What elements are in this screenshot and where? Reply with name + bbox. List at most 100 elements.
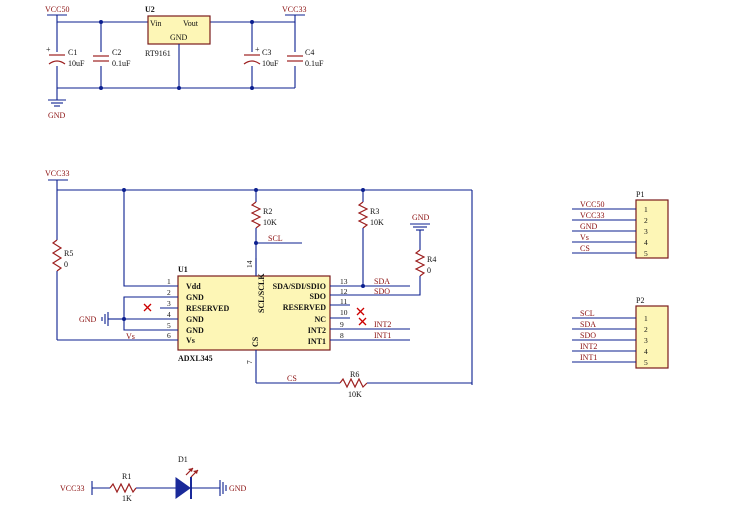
svg-text:GND: GND xyxy=(79,315,97,324)
svg-text:INT1: INT1 xyxy=(580,353,597,362)
svg-text:P2: P2 xyxy=(636,296,644,305)
svg-text:0.1uF: 0.1uF xyxy=(305,59,324,68)
svg-text:9: 9 xyxy=(340,320,344,329)
svg-text:GND: GND xyxy=(48,111,66,120)
svg-text:13: 13 xyxy=(340,277,348,286)
svg-text:RT9161: RT9161 xyxy=(145,49,171,58)
no-connect-pin11-10 xyxy=(356,307,367,326)
svg-text:RESERVED: RESERVED xyxy=(283,303,327,312)
svg-text:SDA/SDI/SDIO: SDA/SDI/SDIO xyxy=(273,282,326,291)
svg-text:GND: GND xyxy=(229,484,247,493)
svg-text:3: 3 xyxy=(167,299,171,308)
accelerometer-u1: U1 ADXL345 1 2 3 4 5 6 Vdd GND RESERVED … xyxy=(160,258,363,383)
resistor-r3: R3 10K xyxy=(357,190,384,286)
svg-text:GND: GND xyxy=(186,326,204,335)
svg-text:10uF: 10uF xyxy=(262,59,279,68)
svg-text:GND: GND xyxy=(170,33,188,42)
svg-text:10: 10 xyxy=(340,308,348,317)
svg-text:R3: R3 xyxy=(370,207,379,216)
svg-text:VCC33: VCC33 xyxy=(45,169,69,178)
svg-text:CS: CS xyxy=(580,244,590,253)
svg-text:4: 4 xyxy=(167,310,171,319)
svg-text:SDA: SDA xyxy=(374,277,390,286)
svg-text:Vin: Vin xyxy=(150,19,162,28)
svg-text:C4: C4 xyxy=(305,48,314,57)
resistor-r2: R2 10K SCL xyxy=(250,190,302,275)
svg-text:VCC50: VCC50 xyxy=(580,200,604,209)
svg-text:10K: 10K xyxy=(370,218,384,227)
svg-text:CS: CS xyxy=(287,374,297,383)
resistor-r5: R5 0 Vs xyxy=(51,190,160,341)
regulator-u2: U2 Vin Vout GND RT9161 xyxy=(145,5,211,88)
led-gnd-symbol: GND xyxy=(219,480,247,496)
svg-text:SCL: SCL xyxy=(580,309,595,318)
capacitor-c4: C4 0.1uF xyxy=(287,48,324,68)
power-section: VCC50 VCC33 U2 Vin Vout GND RT9161 xyxy=(45,5,324,120)
svg-text:5: 5 xyxy=(644,249,648,258)
svg-text:INT2: INT2 xyxy=(308,326,326,335)
vcc33-power-port: VCC33 xyxy=(282,5,306,16)
svg-text:10uF: 10uF xyxy=(68,59,85,68)
svg-text:R1: R1 xyxy=(122,472,131,481)
svg-text:NC: NC xyxy=(314,315,326,324)
svg-text:R6: R6 xyxy=(350,370,359,379)
svg-text:10K: 10K xyxy=(263,218,277,227)
svg-text:INT2: INT2 xyxy=(580,342,597,351)
svg-text:11: 11 xyxy=(340,297,347,306)
resistor-r6: CS R6 10K xyxy=(256,370,472,399)
svg-text:0.1uF: 0.1uF xyxy=(112,59,131,68)
svg-text:10K: 10K xyxy=(348,390,362,399)
svg-text:1: 1 xyxy=(644,314,648,323)
svg-text:ADXL345: ADXL345 xyxy=(178,354,213,363)
svg-text:SCL: SCL xyxy=(268,234,283,243)
svg-text:Vout: Vout xyxy=(183,19,199,28)
svg-text:2: 2 xyxy=(644,216,648,225)
svg-text:0: 0 xyxy=(427,266,431,275)
vdd-wire xyxy=(123,190,160,287)
svg-text:SDO: SDO xyxy=(310,292,326,301)
sensor-section: VCC33 R5 0 Vs R2 10K SCL xyxy=(45,169,473,399)
svg-text:RESERVED: RESERVED xyxy=(186,304,230,313)
u1-gnd-bundle: GND xyxy=(79,296,160,331)
svg-text:3: 3 xyxy=(644,227,648,236)
svg-text:SCL/SCLK: SCL/SCLK xyxy=(257,273,266,313)
svg-text:2: 2 xyxy=(167,288,171,297)
svg-text:1: 1 xyxy=(644,205,648,214)
svg-text:5: 5 xyxy=(644,358,648,367)
led-section: VCC33 R1 1K D1 GND xyxy=(60,455,247,503)
resistor-r4: GND R4 0 xyxy=(330,213,436,296)
svg-text:VCC33: VCC33 xyxy=(580,211,604,220)
svg-text:Vs: Vs xyxy=(126,332,135,341)
svg-text:12: 12 xyxy=(340,287,348,296)
svg-text:GND: GND xyxy=(186,293,204,302)
svg-text:U1: U1 xyxy=(178,265,188,274)
svg-text:GND: GND xyxy=(186,315,204,324)
vcc50-power-port: VCC50 xyxy=(45,5,69,16)
svg-text:INT2: INT2 xyxy=(374,320,391,329)
sensor-vcc33-port: VCC33 xyxy=(45,169,69,181)
svg-text:INT1: INT1 xyxy=(374,331,391,340)
svg-text:U2: U2 xyxy=(145,5,155,14)
svg-text:CS: CS xyxy=(251,336,260,347)
svg-text:C1: C1 xyxy=(68,48,77,57)
svg-text:7: 7 xyxy=(245,360,254,364)
svg-text:5: 5 xyxy=(167,321,171,330)
svg-text:1: 1 xyxy=(167,277,171,286)
no-connect-pin3 xyxy=(143,303,152,312)
svg-text:4: 4 xyxy=(644,238,648,247)
svg-text:GND: GND xyxy=(412,213,430,222)
svg-text:R5: R5 xyxy=(64,249,73,258)
svg-text:GND: GND xyxy=(580,222,598,231)
svg-text:6: 6 xyxy=(167,331,171,340)
svg-text:D1: D1 xyxy=(178,455,188,464)
resistor-r1: R1 1K xyxy=(109,472,137,503)
svg-text:SDO: SDO xyxy=(374,287,390,296)
svg-text:+: + xyxy=(255,45,260,54)
svg-text:INT1: INT1 xyxy=(308,337,326,346)
svg-text:4: 4 xyxy=(644,347,648,356)
svg-text:1K: 1K xyxy=(122,494,132,503)
svg-text:VCC50: VCC50 xyxy=(45,5,69,14)
svg-text:Vs: Vs xyxy=(186,336,195,345)
svg-text:8: 8 xyxy=(340,331,344,340)
